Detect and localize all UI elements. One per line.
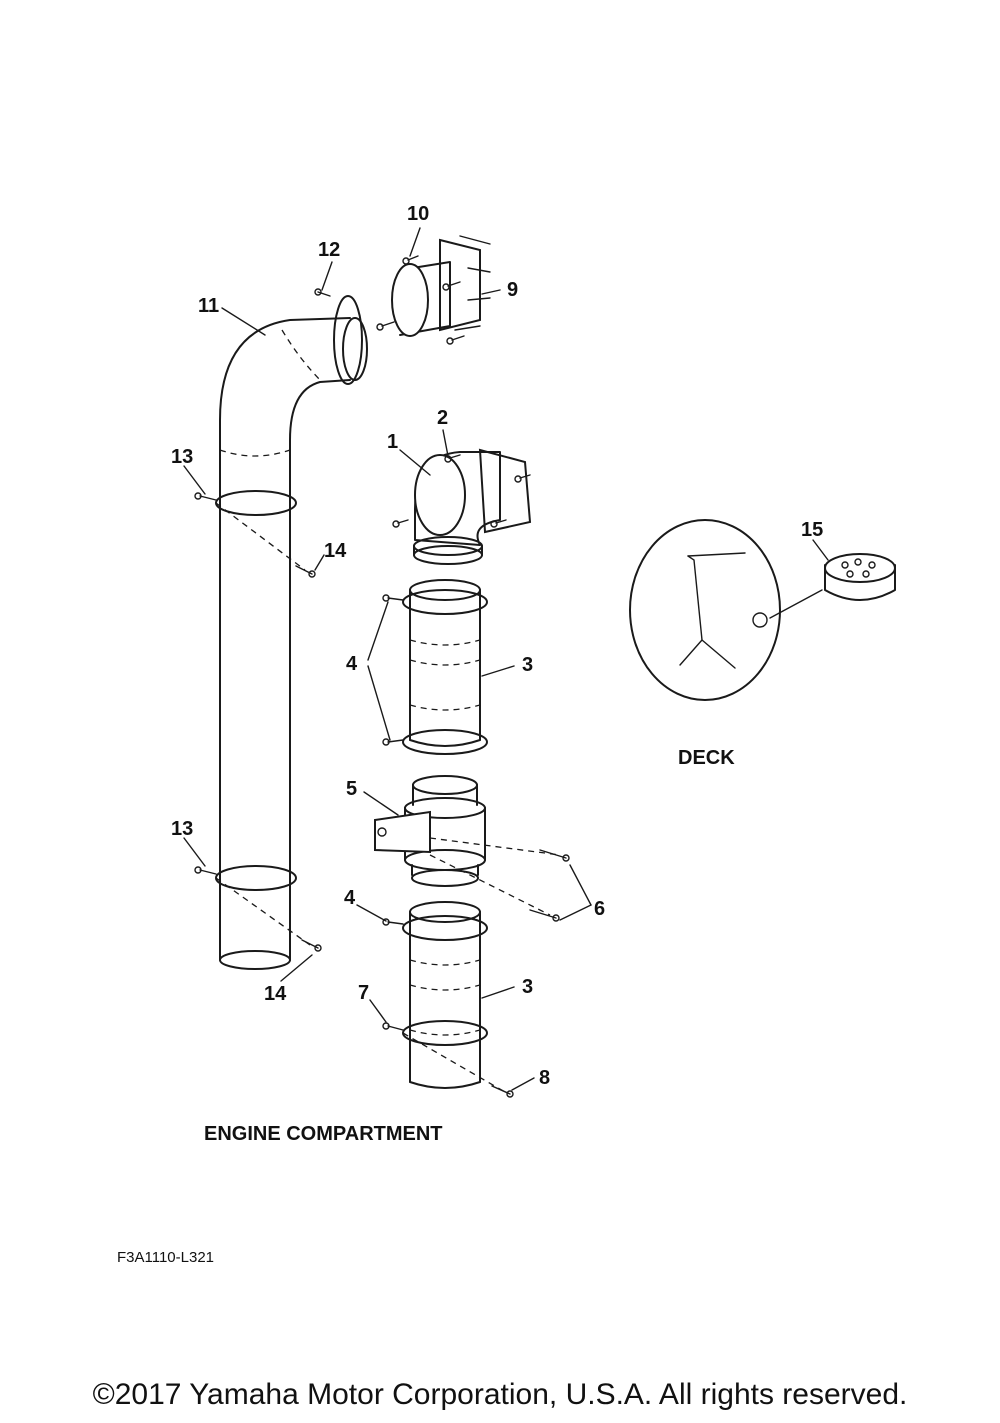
part-11-duct (219, 317, 368, 970)
callout-1: 1 (387, 431, 398, 453)
callout-2: 2 (437, 407, 448, 429)
callout-8: 8 (539, 1067, 550, 1089)
part-7-clamp (382, 1020, 488, 1046)
part-5-coupler (374, 775, 561, 916)
callout-4-lower: 4 (344, 887, 356, 909)
part-9-flange (391, 235, 491, 337)
callout-6: 6 (594, 898, 605, 920)
part-8-screw (402, 1032, 514, 1098)
copyright-notice: ©2017 Yamaha Motor Corporation, U.S.A. A… (92, 1378, 908, 1411)
part-12-clamp (314, 288, 363, 385)
callout-9: 9 (507, 279, 518, 301)
part-13-14-lower (194, 865, 322, 952)
part-10-screws (376, 255, 465, 345)
part-1-elbow (413, 448, 532, 565)
callout-14-upper: 14 (324, 540, 347, 562)
callout-7: 7 (358, 982, 369, 1004)
callout-12: 12 (318, 239, 340, 261)
callout-13-upper: 13 (171, 446, 193, 468)
callout-11: 11 (198, 295, 219, 317)
section-label-engine-compartment: ENGINE COMPARTMENT (204, 1123, 443, 1145)
callout-labels: 10 12 9 11 2 1 13 14 15 4 3 5 13 4 6 3 1… (171, 203, 823, 1089)
leader-lines (183, 227, 829, 1091)
section-label-deck: DECK (678, 747, 735, 769)
drawing-code: F3A1110-L321 (117, 1249, 214, 1266)
callout-14-lower: 14 (264, 983, 287, 1005)
callout-5: 5 (346, 778, 357, 800)
callout-4-upper: 4 (346, 653, 358, 675)
part-3-hose-upper (409, 579, 481, 747)
part-4-clamps-upper (382, 589, 488, 755)
part-13-14-upper (194, 490, 316, 578)
part-3-hose-lower (409, 901, 481, 1089)
callout-10: 10 (407, 203, 429, 225)
part-6-screws (529, 849, 570, 922)
callout-3-lower: 3 (522, 976, 533, 998)
part-4-clamp-lower (382, 915, 488, 941)
part-15-vent-cap (769, 553, 896, 619)
callout-15: 15 (801, 519, 823, 541)
deck-detail (629, 519, 781, 701)
callout-3-upper: 3 (522, 654, 533, 676)
callout-13-lower: 13 (171, 818, 193, 840)
